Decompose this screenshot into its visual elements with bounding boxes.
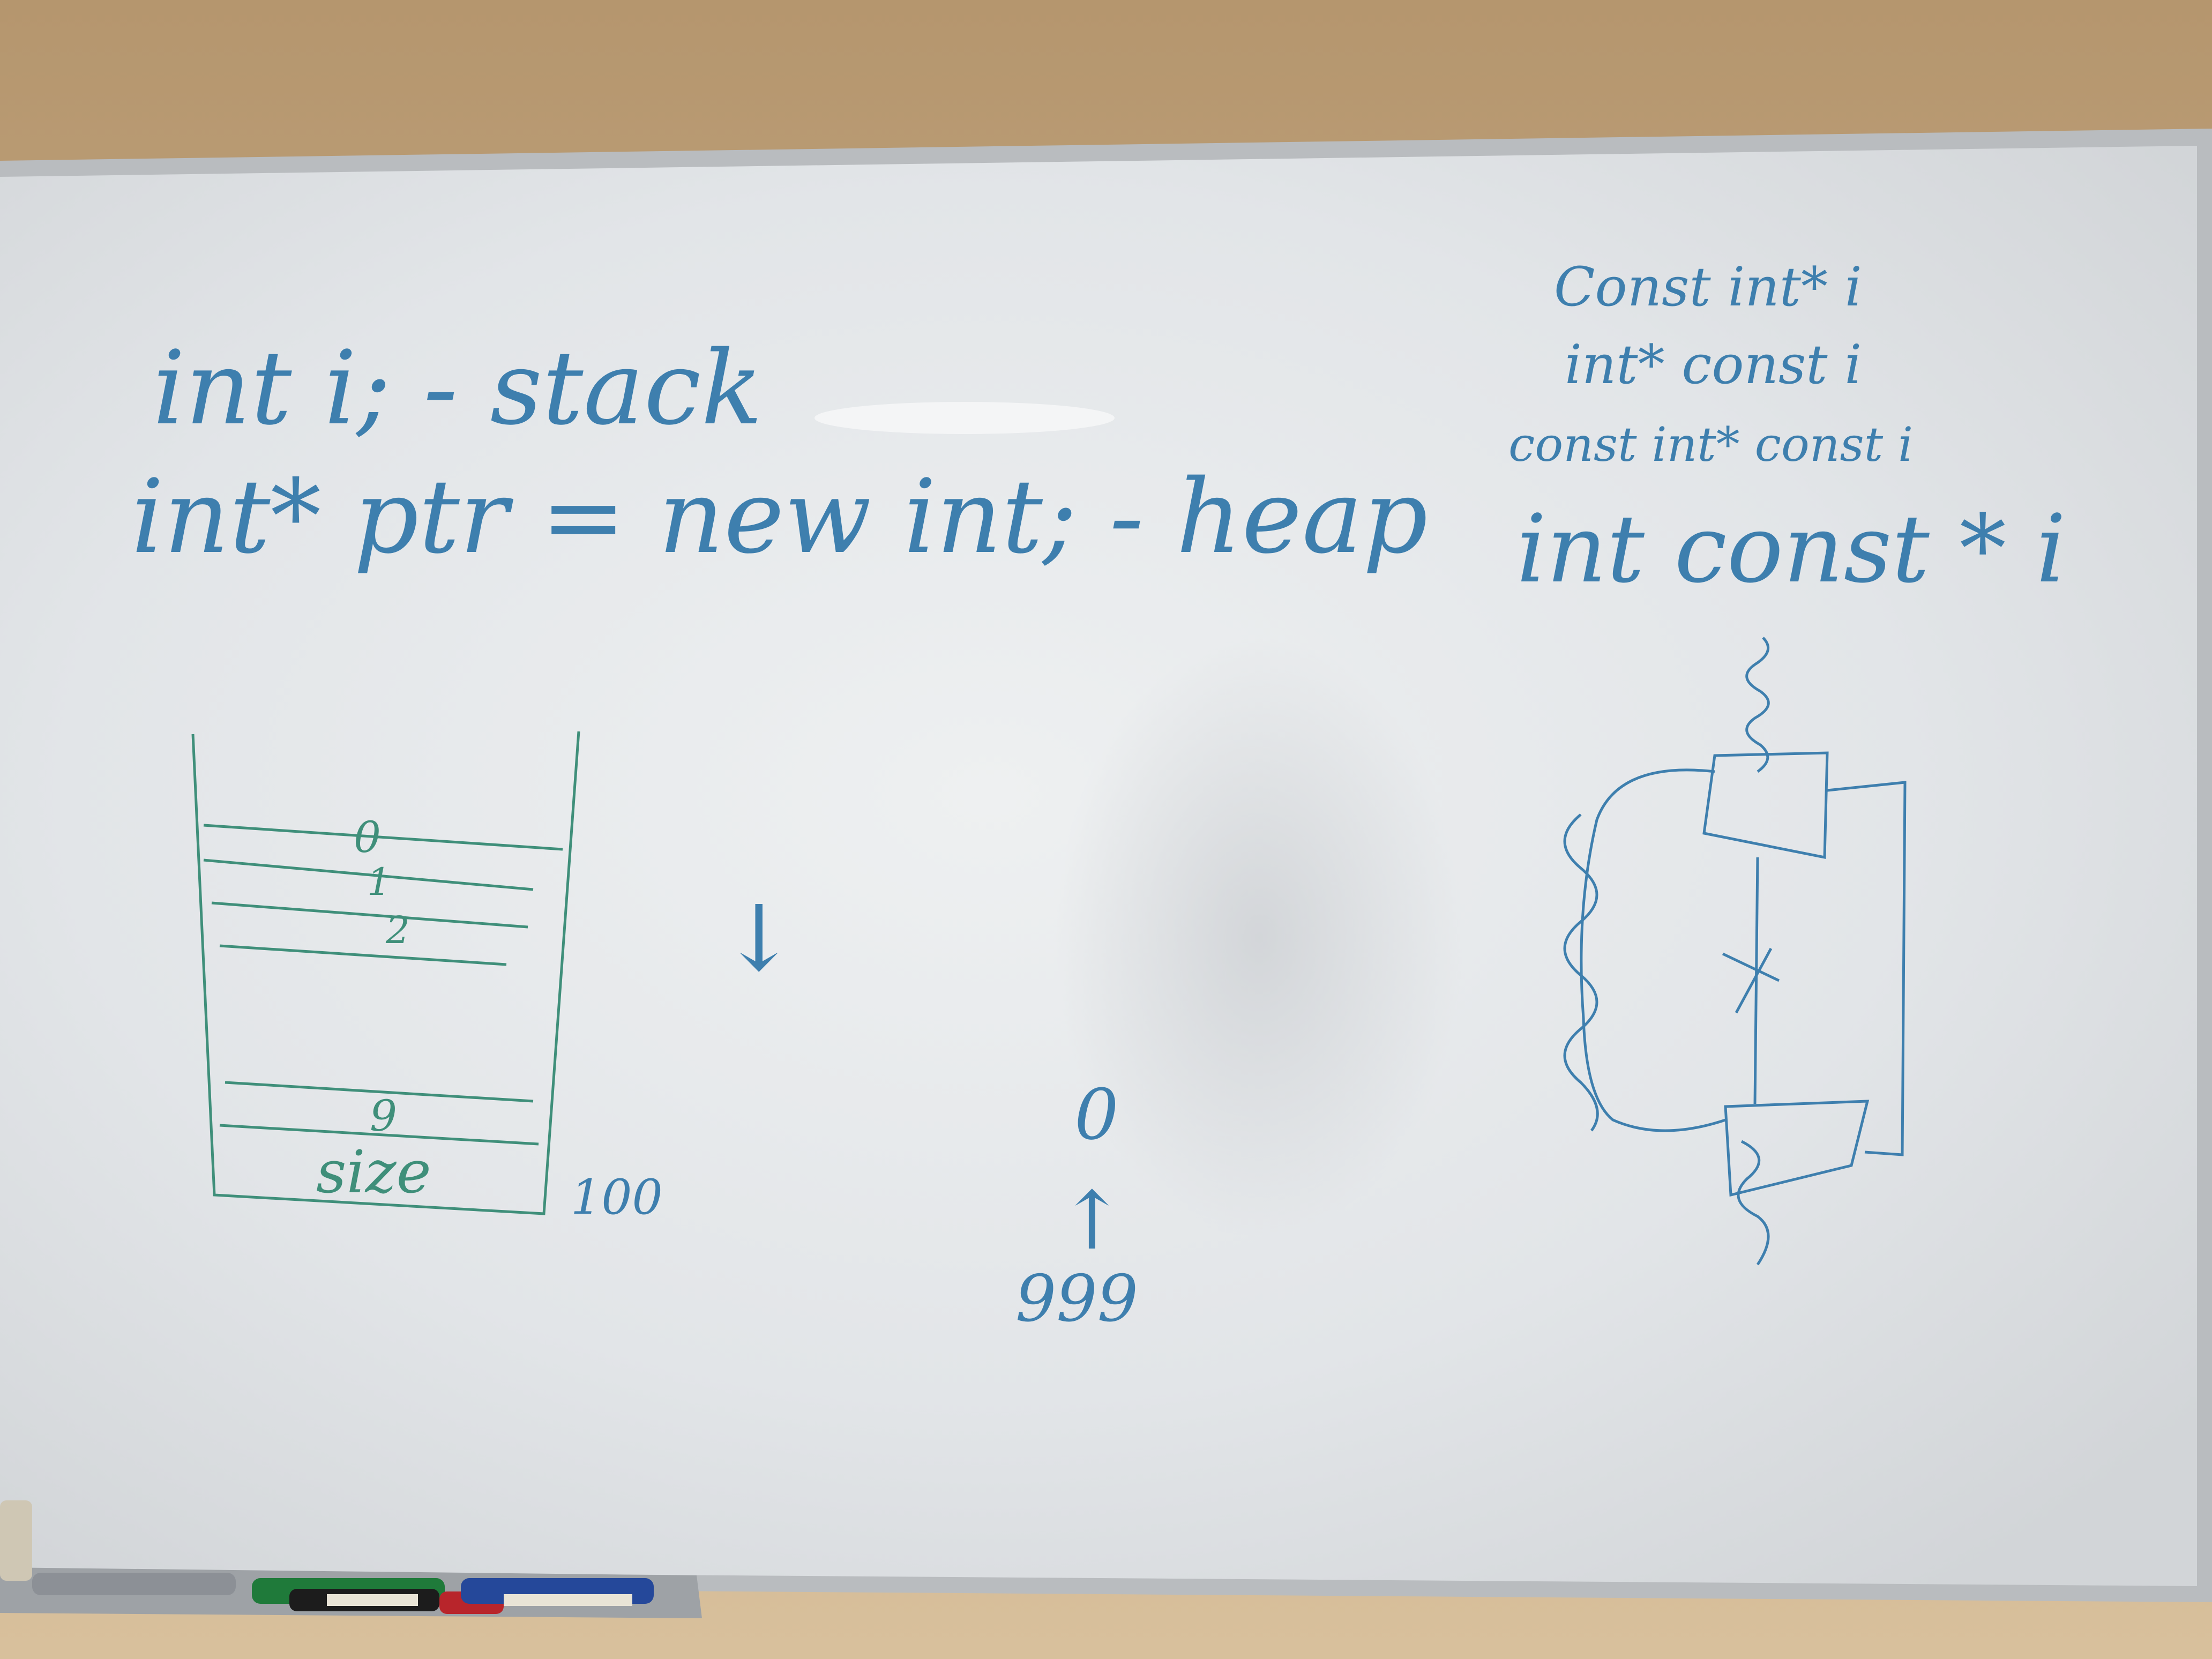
nines-mark: 999: [1015, 1262, 1138, 1336]
code-line-int-ptr-const: int* const i: [1565, 333, 1862, 396]
stack-row-line: [203, 824, 563, 851]
code-line-const-int-ptr-const: const int* const i: [1508, 417, 1913, 472]
top-box: [1702, 751, 1829, 860]
capacity-label: 100: [571, 1169, 663, 1225]
up-arrow: ↑: [1058, 1175, 1126, 1268]
stack-row-line: [203, 858, 534, 891]
cross-mark: [1722, 952, 1780, 982]
outer-loop-right: [1827, 781, 1907, 1156]
markers: [32, 1573, 654, 1614]
stack-row-line: [219, 944, 507, 966]
wavy-left-side: [1563, 813, 1599, 1132]
person-shadow: [1056, 638, 1463, 1238]
outer-loop-left: [1580, 768, 1726, 1132]
size-label: size: [316, 1138, 431, 1206]
stack-row-line: [225, 1081, 534, 1103]
code-line-stack: int i; - stack: [153, 329, 763, 447]
wavy-link-top: [1745, 637, 1770, 773]
link-line: [1753, 857, 1759, 1104]
stack-diagram: [191, 731, 580, 1215]
marker-label: [327, 1594, 418, 1606]
eraser: [0, 1500, 32, 1581]
marker-label: [504, 1594, 632, 1606]
cross-mark: [1735, 947, 1773, 1014]
code-line-int-const-ptr: int const * i: [1516, 495, 2066, 604]
stack-row-line: [211, 901, 528, 929]
slot-label: 0: [354, 812, 381, 862]
pointer-diagram: [1563, 637, 1907, 1266]
wavy-link-bottom: [1737, 1140, 1770, 1266]
slot-label-last: 9: [370, 1091, 397, 1141]
code-line-heap: int* ptr = new int; - heap: [131, 458, 1428, 576]
gray-marker: [32, 1573, 236, 1595]
slot-label: 1: [367, 860, 391, 904]
stack-outline: [191, 731, 580, 1215]
slot-label: 2: [385, 908, 410, 952]
down-arrow: ↓: [721, 886, 797, 992]
stack-row-line: [219, 1124, 539, 1146]
light-glare: [814, 402, 1115, 434]
zero-mark: 0: [1074, 1074, 1119, 1155]
bottom-box: [1724, 1100, 1870, 1197]
code-line-const-int-ptr: Const int* i: [1554, 256, 1862, 318]
